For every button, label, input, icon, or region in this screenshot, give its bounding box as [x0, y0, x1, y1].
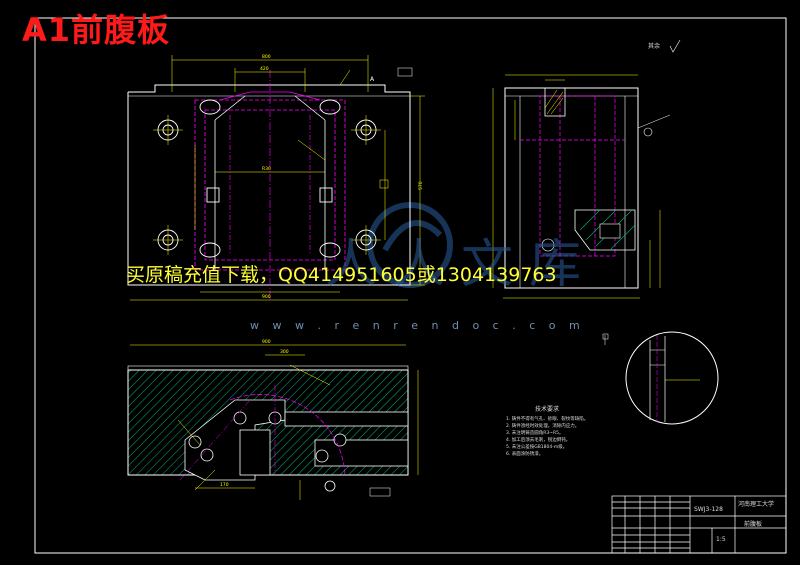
svg-text:420: 420: [260, 66, 269, 72]
watermark-download-text: 买原稿充值下载，QQ414951605或1304139763: [126, 264, 557, 286]
svg-text:R30: R30: [262, 166, 271, 172]
watermark-url: w w w . r e n r e n d o c . c o m: [250, 319, 585, 332]
section-view: 900 300 170: [127, 339, 419, 500]
detail-view: [602, 331, 719, 425]
svg-text:570: 570: [418, 181, 424, 190]
title-block-scale: 1:5: [716, 536, 726, 543]
tech-note-6: 6. 表面涂防锈漆。: [506, 452, 544, 457]
drawing-frame: [34, 17, 787, 554]
tech-note-4: 4. 加工后须去毛刺，锐边倒钝。: [506, 438, 571, 443]
svg-text:900: 900: [262, 339, 271, 345]
svg-text:170: 170: [220, 482, 229, 488]
svg-text:800: 800: [262, 54, 271, 60]
title-block-university: 河南理工大学: [738, 501, 775, 508]
roughness-symbol-icon: [669, 39, 681, 53]
roughness-label: 其余: [648, 43, 661, 50]
side-view: [492, 74, 671, 299]
title-block-part-name: 前腹板: [744, 521, 763, 528]
drawing-title: A1前腹板: [22, 11, 171, 49]
tech-notes-title: 技术要求: [535, 406, 560, 413]
section-label: A: [370, 76, 375, 83]
front-view: 800 420 900 R30 570: [127, 54, 425, 301]
tech-note-3: 3. 未注明铸造圆角R3~R5。: [506, 431, 564, 436]
title-block: [611, 495, 787, 554]
title-block-drawing-number: SWJ3-128: [694, 506, 723, 513]
tech-note-1: 1. 铸件不得有气孔、砂眼、裂纹等缺陷。: [506, 417, 589, 422]
tech-note-5: 5. 未注公差按GB1804-m级。: [506, 445, 568, 450]
svg-text:900: 900: [262, 294, 271, 300]
watermark-logo-text: 人人文库: [325, 235, 598, 295]
svg-text:300: 300: [280, 349, 289, 355]
tech-note-2: 2. 铸件须经时效处理，消除内应力。: [506, 424, 580, 429]
